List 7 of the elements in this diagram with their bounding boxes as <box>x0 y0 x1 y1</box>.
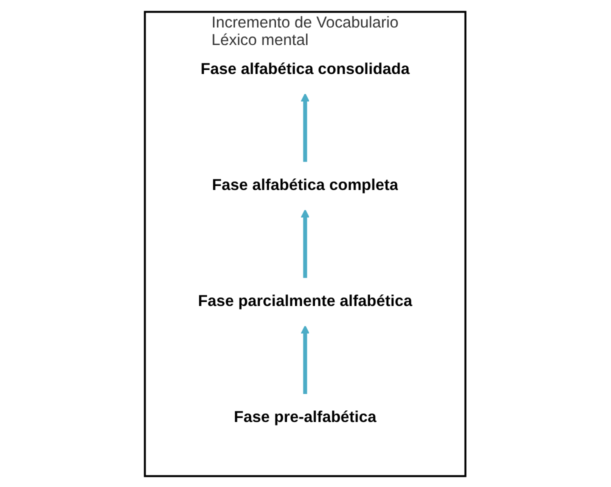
node-text: Fase pre-alfabética <box>234 408 377 426</box>
arrow <box>301 324 310 394</box>
arrow <box>301 208 310 278</box>
arrow <box>301 92 310 162</box>
node-text: Fase alfabética consolidada <box>200 60 410 78</box>
node-text: Fase parcialmente alfabética <box>198 292 413 310</box>
node-text: Fase alfabética completa <box>212 176 399 194</box>
